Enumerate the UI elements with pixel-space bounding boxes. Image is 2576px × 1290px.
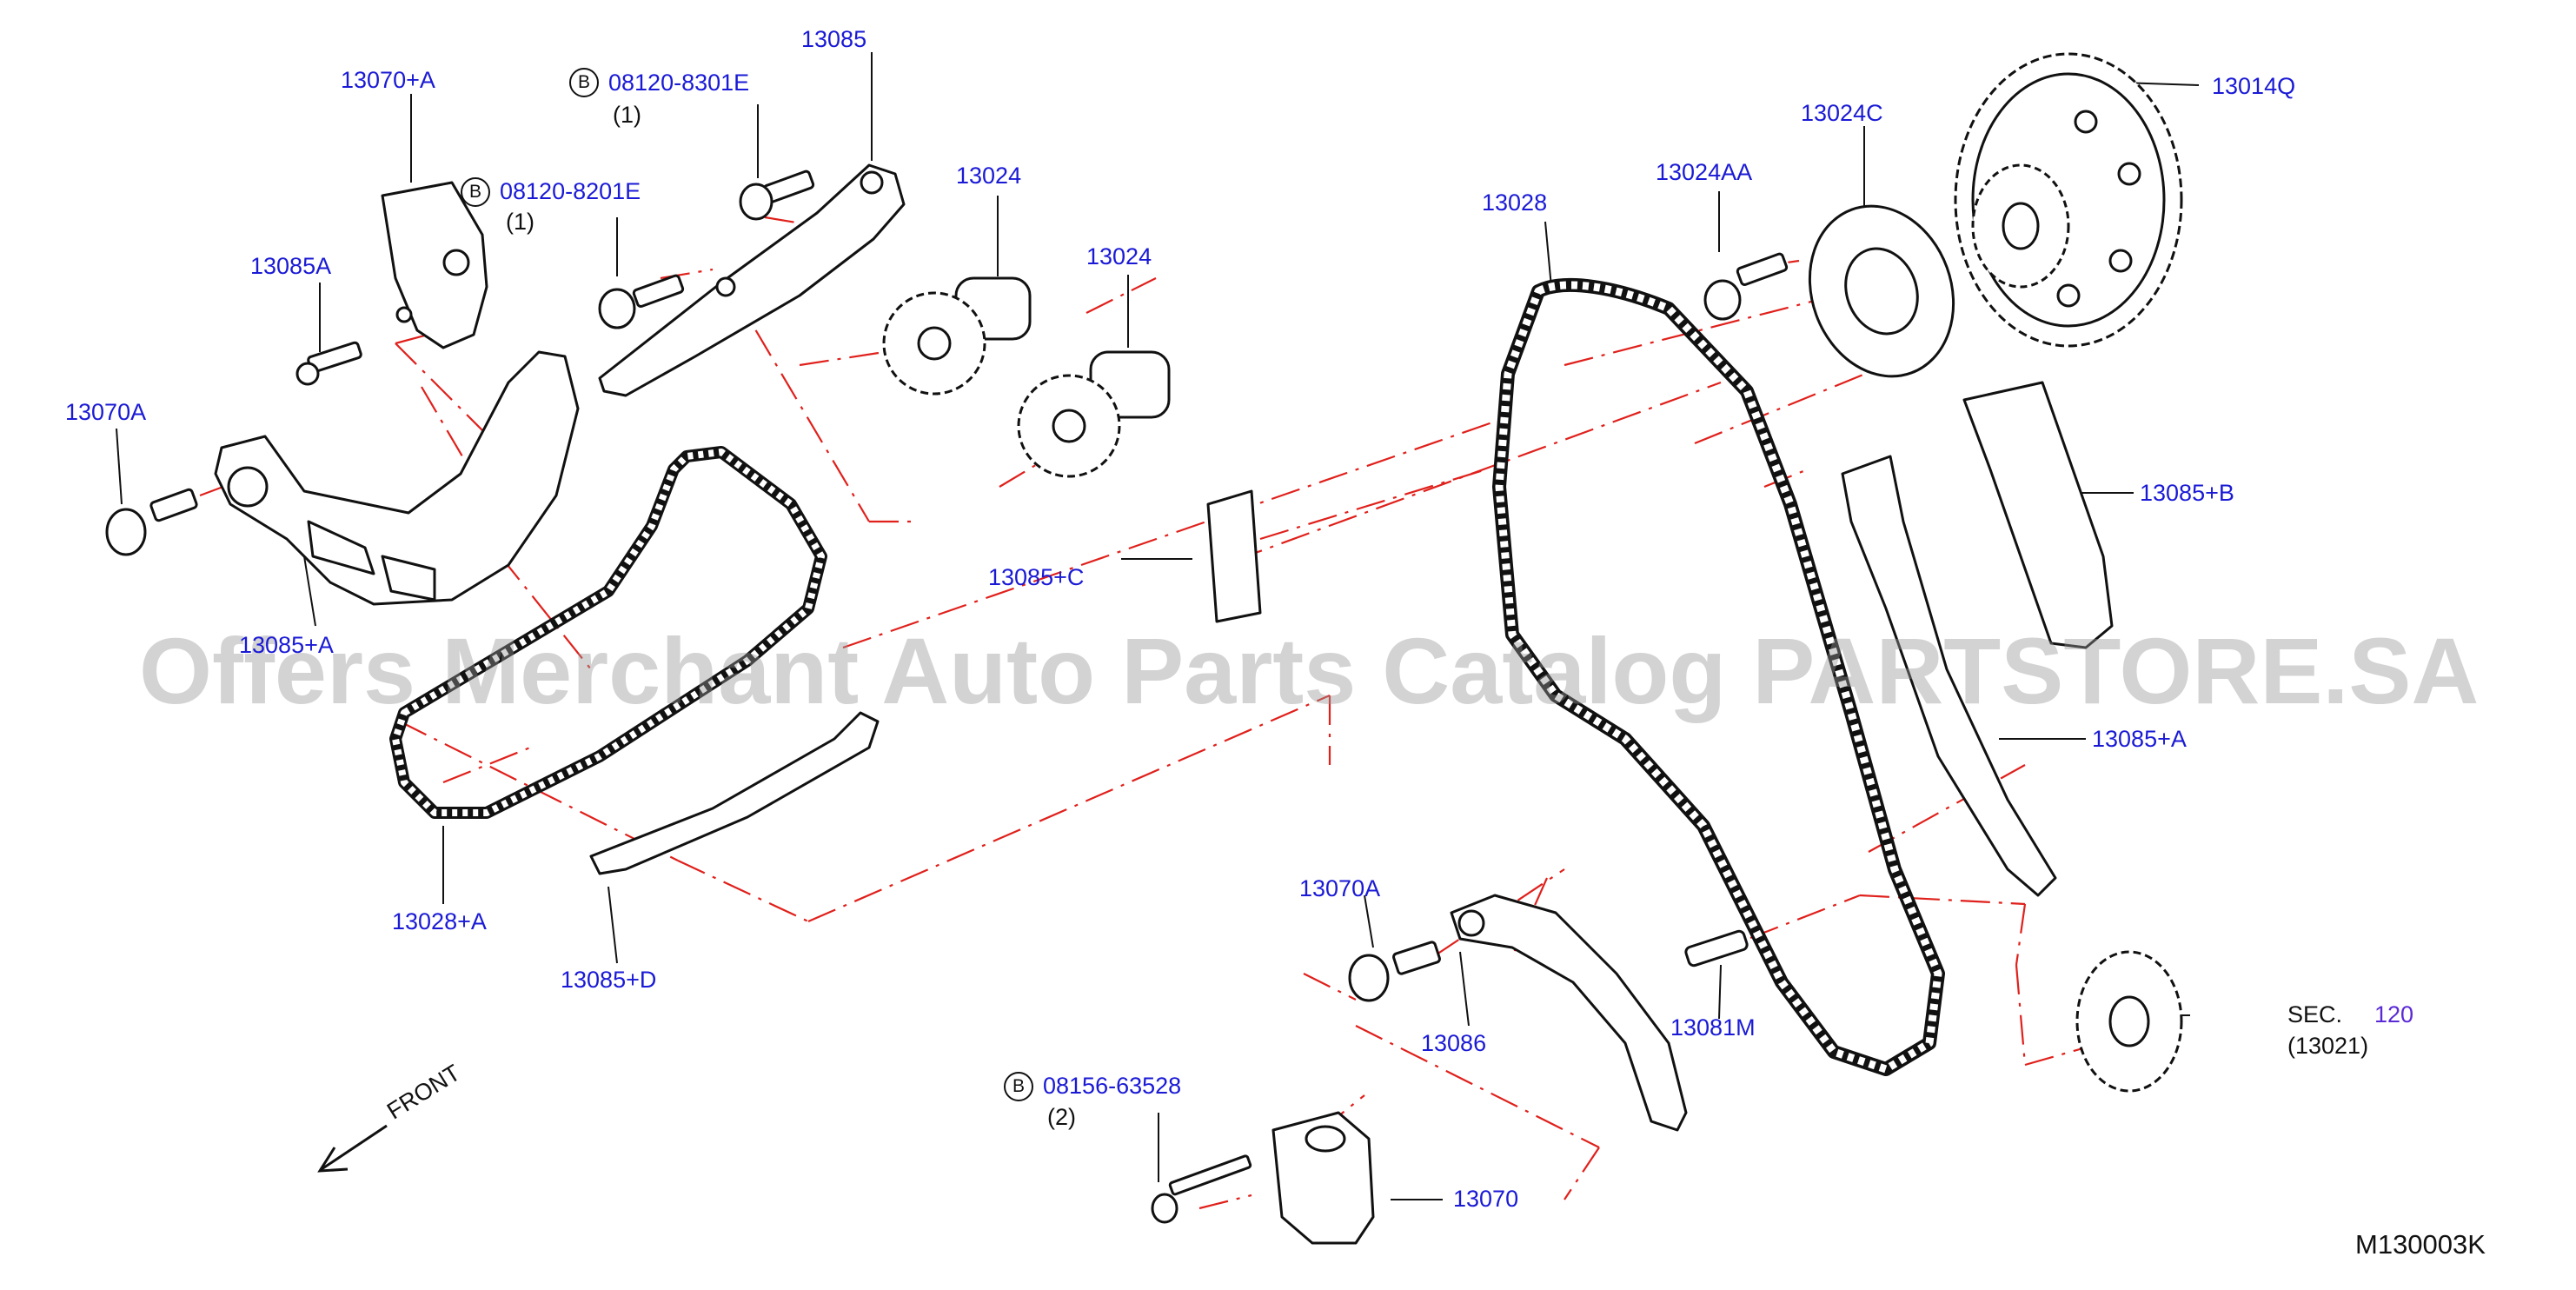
section-number[interactable]: 120 [2374,1001,2414,1027]
part-13028-plus-a[interactable]: 13028+A [392,908,487,934]
right-bank-parts [1151,52,2183,1245]
part-13085-plus-d[interactable]: 13085+D [561,967,657,993]
part-13028[interactable]: 13028 [1482,190,1548,216]
part-13024aa[interactable]: 13024AA [1656,159,1753,185]
left-bank-parts [105,163,1262,875]
part-08120-8301e[interactable]: 08120-8301E [608,70,750,96]
part-08120-8201e-qty: (1) [506,209,534,235]
part-13024-lower[interactable]: 13024 [1086,243,1152,269]
part-08120-8301e-qty: (1) [613,102,641,128]
section-sub: (13021) [2287,1033,2369,1059]
part-13086[interactable]: 13086 [1421,1030,1487,1056]
part-08156-63528[interactable]: 08156-63528 [1043,1073,1182,1099]
section-label: SEC. [2287,1001,2343,1027]
part-08120-8201e[interactable]: 08120-8201E [500,178,641,204]
bolt-symbol: B [461,177,490,207]
part-13070a-right[interactable]: 13070A [1299,875,1381,901]
front-arrow [317,1124,388,1173]
part-13085-plus-c[interactable]: 13085+C [988,564,1085,590]
part-13024-upper[interactable]: 13024 [956,163,1022,189]
watermark: Offers Merchant Auto Parts Catalog PARTS… [139,618,2480,723]
part-13085[interactable]: 13085 [801,26,867,52]
part-13024c[interactable]: 13024C [1801,100,1883,126]
part-13085a[interactable]: 13085A [250,253,332,279]
part-13070[interactable]: 13070 [1453,1186,1519,1212]
bolt-symbol: B [569,68,599,97]
part-13014q[interactable]: 13014Q [2212,73,2296,99]
part-13081m[interactable]: 13081M [1670,1014,1756,1041]
bolt-symbol: B [1004,1072,1033,1101]
part-13085-plus-a-left[interactable]: 13085+A [239,632,334,658]
part-13070-plus-a[interactable]: 13070+A [341,67,435,93]
part-08156-63528-qty: (2) [1047,1104,1076,1130]
part-13085-plus-b[interactable]: 13085+B [2140,480,2234,506]
diagram-code: M130003K [2355,1229,2486,1260]
part-13085-plus-a-right[interactable]: 13085+A [2092,726,2187,752]
part-13070a-left[interactable]: 13070A [65,399,147,425]
